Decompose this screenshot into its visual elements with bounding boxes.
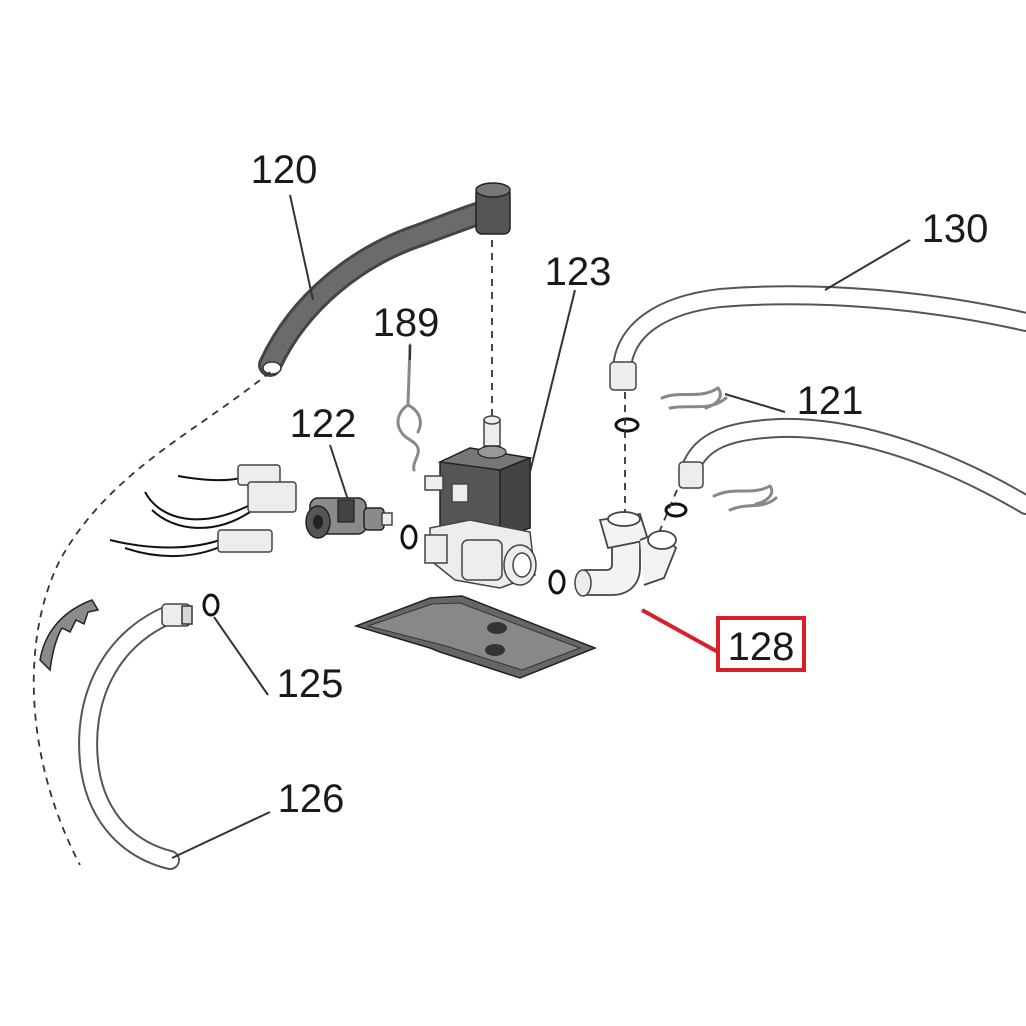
o-ring-125 [202,593,220,617]
o-ring-121 [664,502,688,518]
base-plate [353,595,598,679]
leader-126 [171,811,271,859]
leader-121 [724,393,786,413]
callout-130: 130 [922,207,989,251]
part-123-solenoid-valve [424,415,537,589]
highlight-box-128 [716,616,806,672]
o-ring-valve-left [400,524,418,550]
callout-120: 120 [251,148,318,192]
leader-130 [824,239,911,291]
callout-122: 122 [290,402,357,446]
part-126-hose [78,603,193,870]
leader-125 [213,616,269,696]
wire-harness [109,464,297,558]
o-ring-130 [614,417,640,433]
bracket-clip [39,599,100,672]
part-121-hose [678,417,1026,515]
part-122-fitting [305,497,393,539]
o-ring-valve-right [548,569,566,595]
part-121-clip-lower [712,484,778,512]
callout-125: 125 [277,662,344,706]
part-120-tube [258,182,511,377]
callout-189: 189 [373,301,440,345]
callout-128: 128 [728,625,795,669]
leader-123 [529,289,576,473]
part-189-clip [396,343,422,472]
part-128-elbow-connector [574,511,678,597]
callout-121: 121 [797,379,864,423]
callout-126: 126 [278,777,345,821]
part-130-hose [609,285,1026,391]
leader-122 [329,444,349,501]
callout-123: 123 [545,250,612,294]
dashed-connector-120-down [32,371,271,866]
part-121-clip-upper [660,386,728,410]
leader-120 [289,194,314,301]
leader-128-highlight [641,608,719,654]
dashed-connector-121 [657,489,678,536]
